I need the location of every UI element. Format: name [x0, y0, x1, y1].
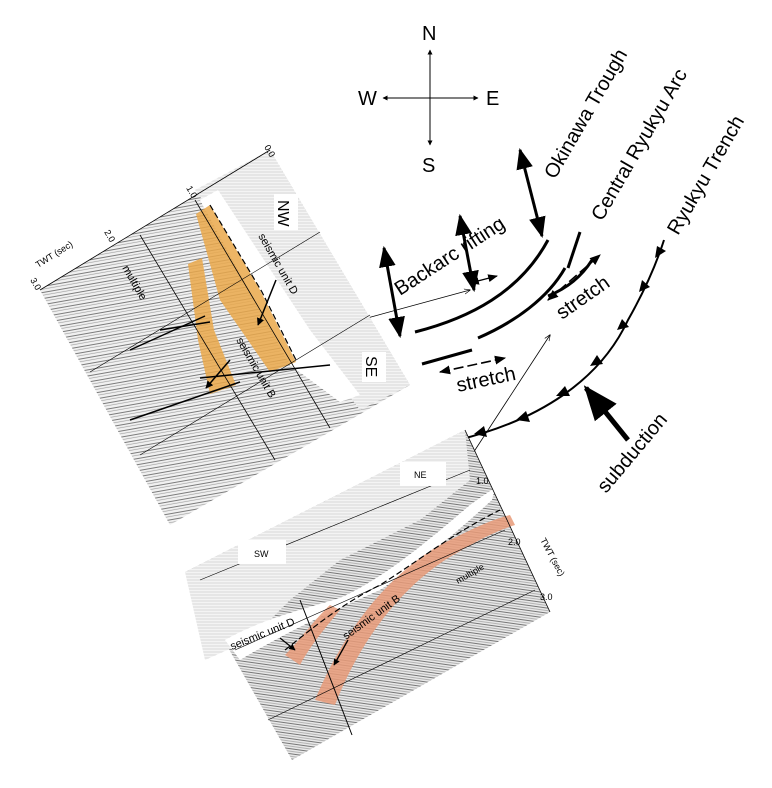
- fault-2: [159, 321, 211, 331]
- twt-line-1: [39, 149, 271, 291]
- compass-west: W: [358, 88, 377, 110]
- pointer-unit-d: [257, 279, 277, 326]
- pointer-sw-unit-b: [333, 639, 349, 666]
- nw-label-box: [274, 194, 298, 230]
- profile-sw-ne-unit-b: [315, 515, 515, 705]
- rift-arrow-1: [379, 245, 405, 339]
- label-subduction: subduction: [593, 409, 672, 497]
- pointer-unit-b: [205, 359, 231, 389]
- profile-sw-ne-v1: [299, 599, 353, 736]
- twt-line-2: [89, 231, 321, 373]
- stretch-arrow-lower: [438, 355, 507, 375]
- profile-sw-ne-tick-3: 3.0: [540, 592, 553, 602]
- central-ryukyu-arc-line: [566, 231, 582, 269]
- arc-segment-left: [421, 348, 473, 366]
- leader-line-upper: [359, 290, 470, 321]
- compass-east: E: [486, 88, 499, 110]
- fault-4: [199, 364, 331, 379]
- compass-south: S: [422, 155, 435, 177]
- stretch-arrow-mid: [469, 274, 498, 285]
- label-ryukyu-trench: Ryukyu Trench: [663, 112, 749, 239]
- compass-north: N: [422, 23, 436, 45]
- label-stretch-lower: stretch: [454, 363, 517, 397]
- profile-nw-se-seafloor-gap: [200, 190, 360, 402]
- profile-nw-se-dashed-horizon: [209, 204, 297, 361]
- label-stretch-upper: stretch: [552, 272, 614, 324]
- profile-sw-ne-sw-label: SW: [254, 549, 269, 559]
- fault-3: [129, 381, 241, 421]
- trench-teeth: [474, 246, 666, 437]
- ryukyu-trench-line: [457, 239, 665, 441]
- profile-sw-ne-h2: [234, 529, 506, 651]
- profile-sw-ne-unit-d: [285, 605, 340, 665]
- sw-label-box: [238, 540, 286, 564]
- profile-sw-ne-tick-2: 2.0: [508, 537, 521, 547]
- stretch-arrow-upper: [547, 254, 601, 301]
- profile-sw-ne-axis-1: [464, 429, 551, 613]
- rift-arrow-3: [516, 147, 546, 239]
- profile-nw-se-tick-2: 2.0: [102, 228, 117, 244]
- profile-sw-ne-dashed-horizon: [284, 509, 501, 651]
- okinawa-trough-line: [414, 239, 550, 334]
- ne-label-box: [400, 462, 446, 486]
- backarc-line-lower: [477, 267, 567, 340]
- profile-nw-se-v1: [139, 234, 276, 461]
- profile-sw-ne-ne-label: NE: [414, 470, 427, 480]
- compass: N S E W: [358, 23, 499, 177]
- seismic-profile-sw-ne: SW NE seismic unit D seismic unit B mult…: [185, 429, 567, 760]
- profile-nw-se-water: [195, 150, 410, 410]
- seismic-profile-nw-se: NW SE seismic unit D seismic unit B mult…: [28, 143, 410, 525]
- profile-nw-se-nw-label: NW: [274, 200, 291, 228]
- label-backarc-rifting: Backarc rifting: [391, 213, 509, 300]
- profile-sw-ne-axis-label: TWT (sec): [538, 536, 566, 578]
- leader-line-lower: [461, 335, 550, 471]
- pointer-sw-unit-d: [279, 637, 296, 651]
- profile-sw-ne-h3: [267, 589, 536, 721]
- profile-nw-se-se-label: SE: [362, 356, 379, 377]
- twt-line-3: [139, 314, 371, 456]
- profile-nw-se-unit-d: [196, 205, 296, 372]
- tectonic-sketch: Okinawa Trough Central Ryukyu Arc Ryukyu…: [359, 45, 749, 497]
- profile-nw-se-axis-label: TWT (sec): [34, 239, 75, 270]
- se-label-box: [362, 352, 386, 382]
- profile-sw-ne-tick-1: 1.0: [476, 476, 489, 486]
- profile-sw-ne-seafloor-gap: [225, 488, 495, 660]
- profile-nw-se-unit-b: [188, 258, 236, 394]
- fault-1: [129, 315, 206, 351]
- subduction-arrow: [583, 385, 630, 442]
- profile-sw-ne-water: [185, 430, 470, 660]
